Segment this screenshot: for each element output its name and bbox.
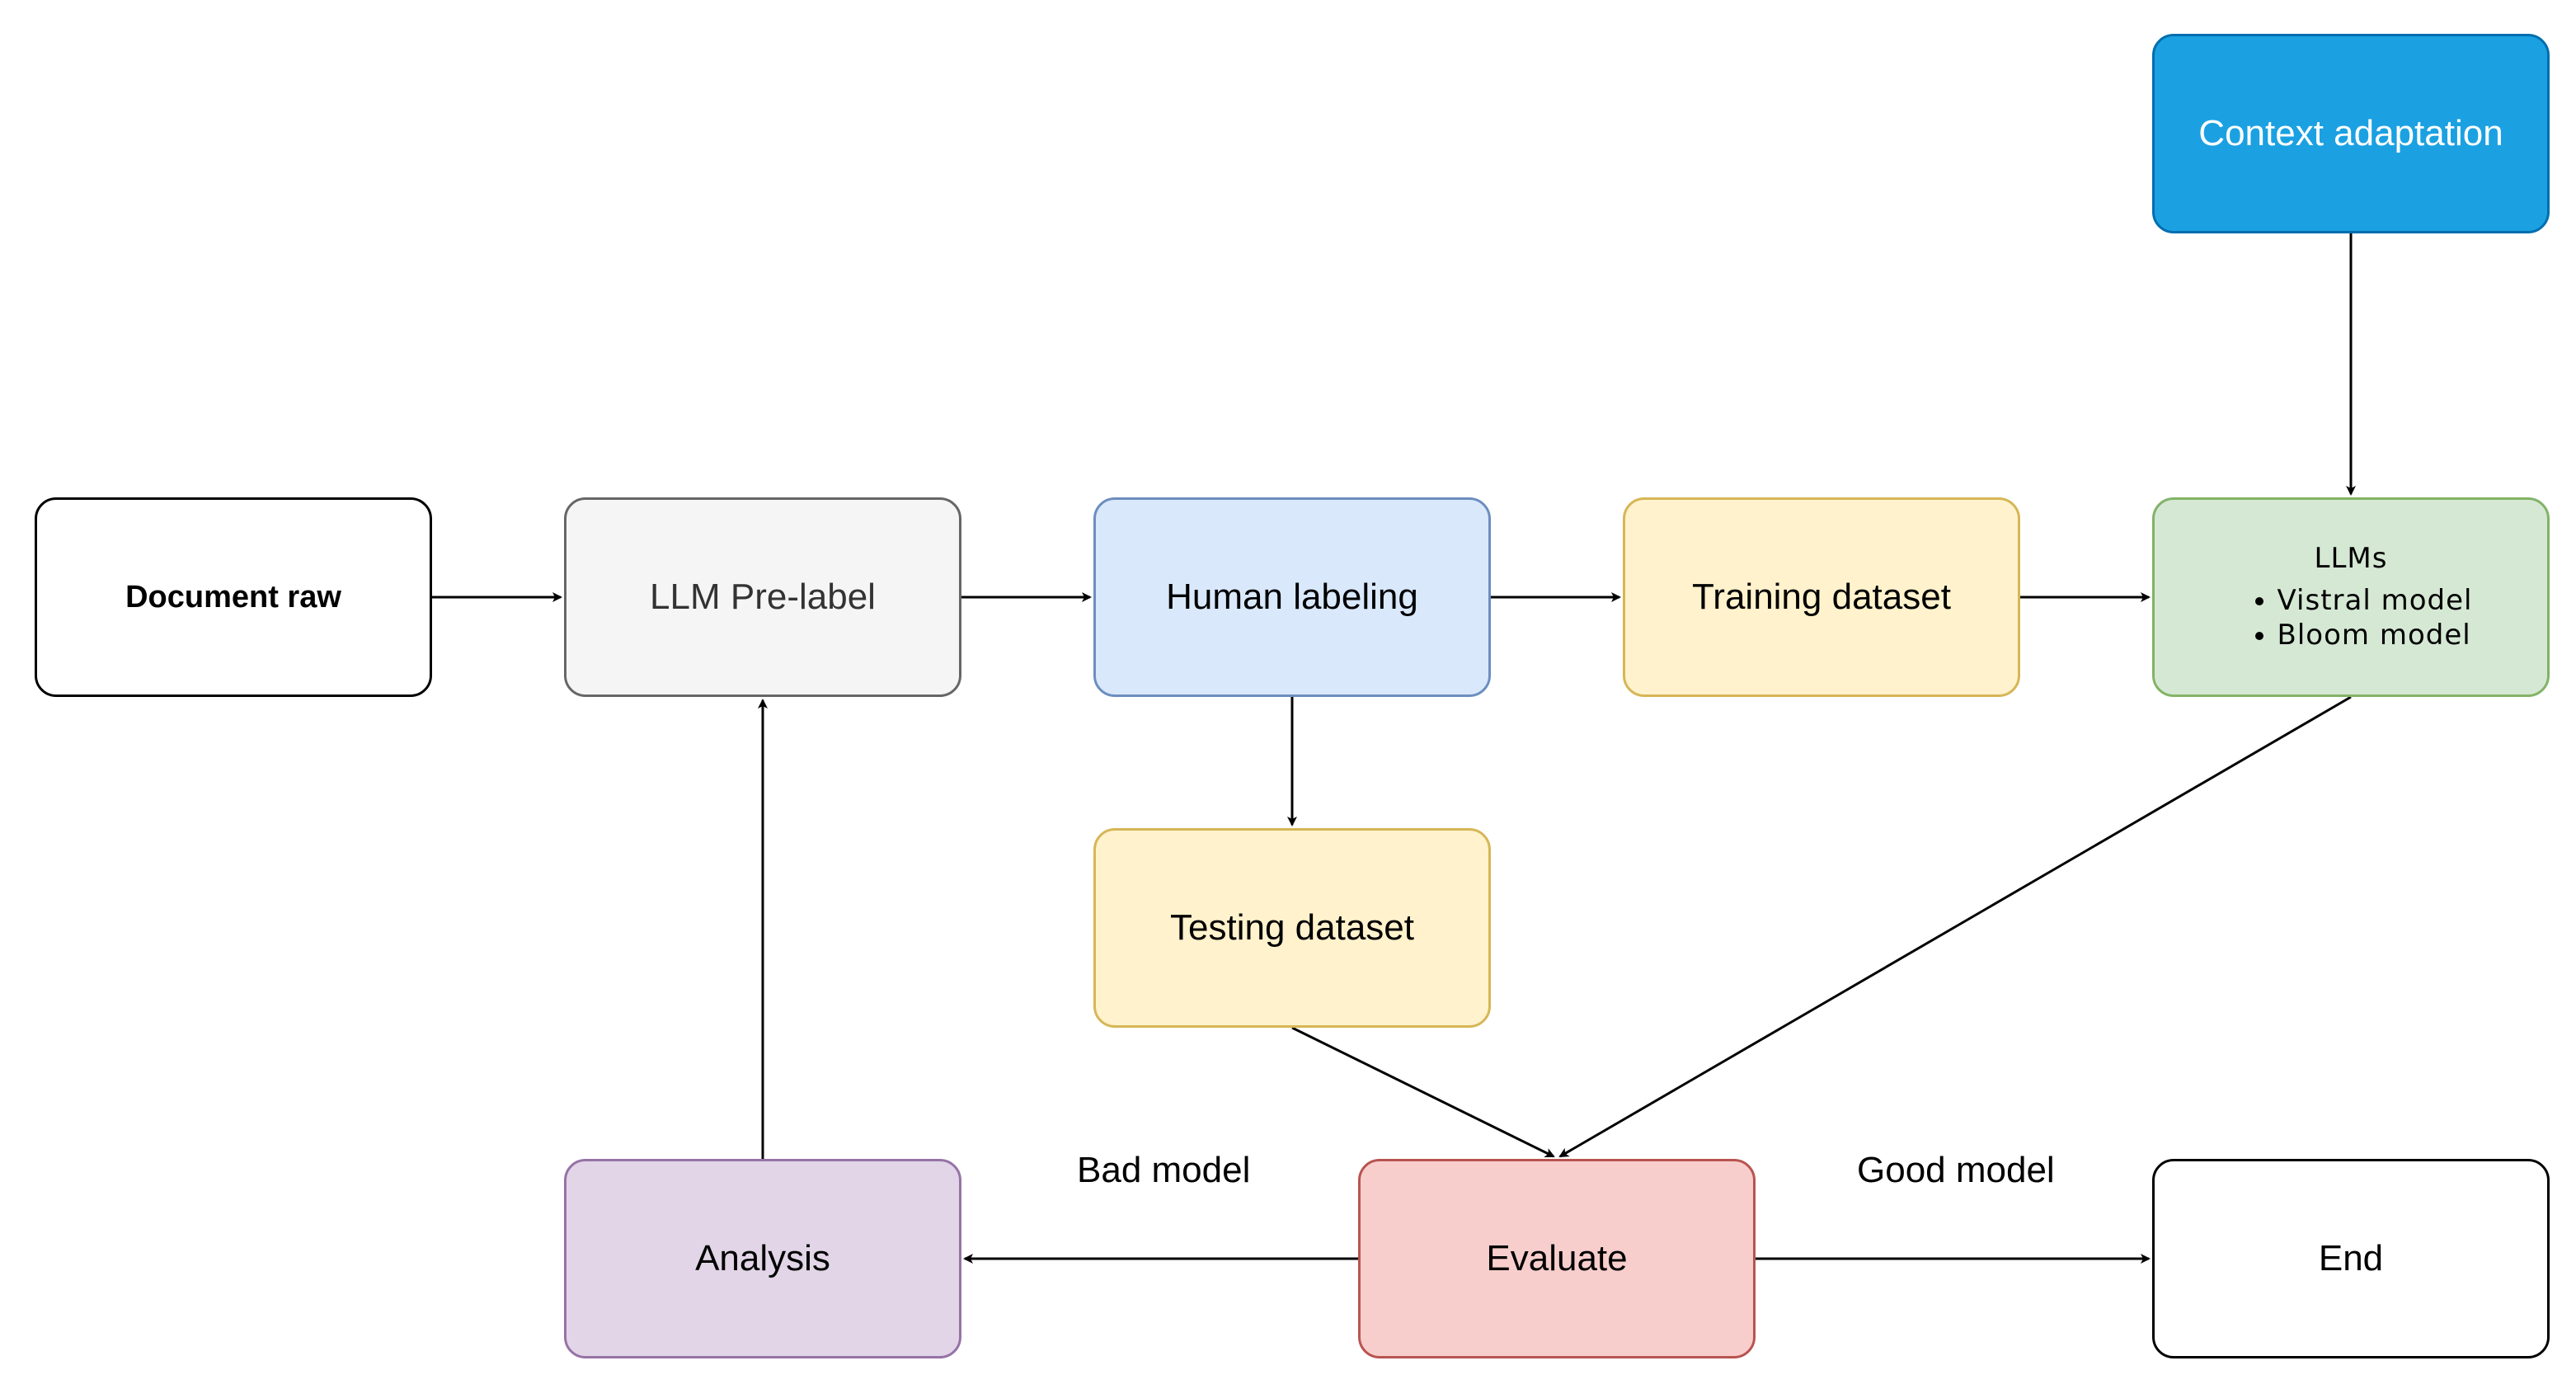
node-training-dataset-label: Training dataset (1692, 577, 1951, 617)
node-llms: LLMs Vistral model Bloom model (2152, 497, 2550, 697)
edge-llms-to-evaluate (1558, 695, 2352, 1158)
node-document-raw: Document raw (35, 497, 432, 697)
node-analysis-label: Analysis (695, 1238, 830, 1278)
edge-label-bad-model: Bad model (1077, 1150, 1251, 1190)
node-evaluate-label: Evaluate (1486, 1238, 1628, 1278)
node-testing-dataset-label: Testing dataset (1170, 907, 1414, 948)
node-end-label: End (2318, 1238, 2384, 1278)
node-human-labeling-label: Human labeling (1166, 577, 1418, 617)
edge-testing-to-evaluate (1291, 1026, 1555, 1158)
node-human-labeling: Human labeling (1093, 497, 1491, 697)
node-training-dataset: Training dataset (1623, 497, 2020, 697)
node-document-raw-label: Document raw (125, 579, 341, 614)
node-llm-pre-label: LLM Pre-label (564, 497, 961, 697)
node-llms-list: Vistral model Bloom model (2230, 583, 2473, 652)
llms-item-bloom: Bloom model (2278, 618, 2473, 652)
node-context-adaptation-label: Context adaptation (2198, 113, 2503, 153)
llms-item-vistral: Vistral model (2278, 583, 2473, 618)
node-evaluate: Evaluate (1358, 1159, 1756, 1358)
node-llms-title: LLMs (2314, 542, 2388, 575)
node-end: End (2152, 1159, 2550, 1358)
edge-label-good-model: Good model (1857, 1150, 2055, 1190)
node-analysis: Analysis (564, 1159, 961, 1358)
node-llm-pre-label-label: LLM Pre-label (650, 577, 876, 617)
node-context-adaptation: Context adaptation (2152, 34, 2550, 233)
node-testing-dataset: Testing dataset (1093, 828, 1491, 1028)
